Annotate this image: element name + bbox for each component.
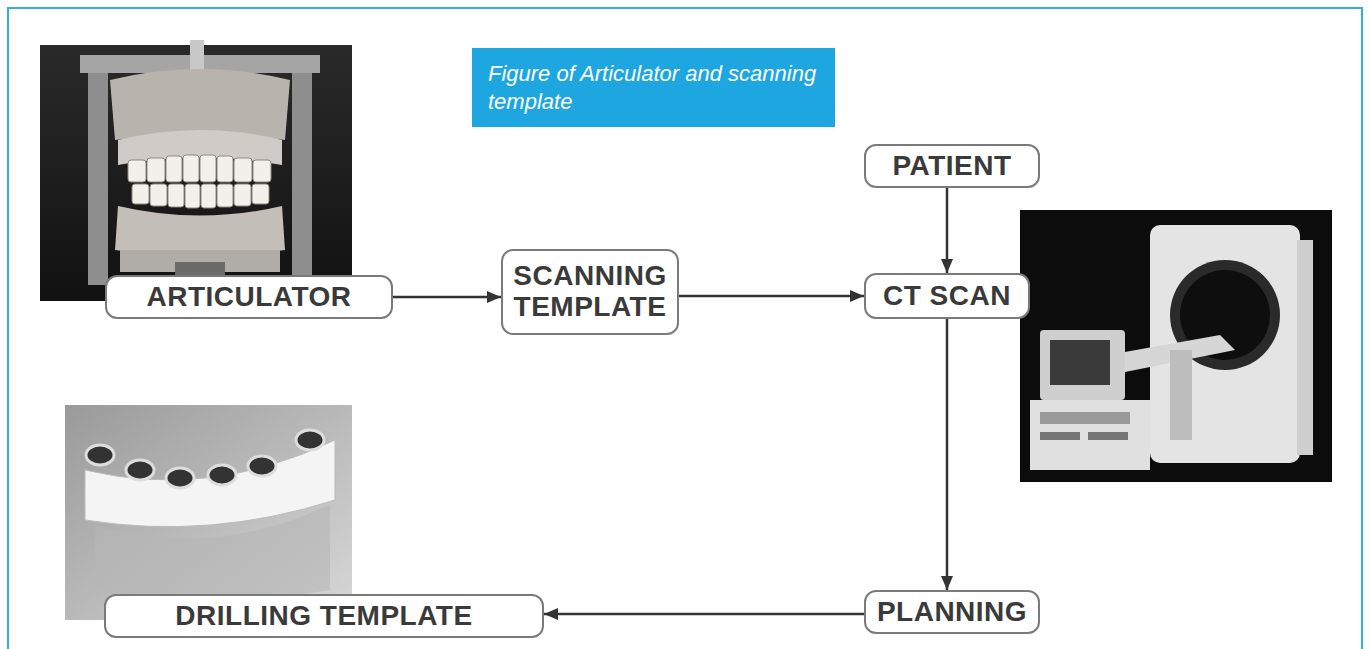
drilling-template-photo <box>65 405 352 620</box>
flow-arrow <box>393 296 501 299</box>
box-label: PLANNING <box>876 597 1028 628</box>
flow-arrow <box>946 319 949 590</box>
process-box: DRILLING TEMPLATE <box>104 594 544 638</box>
box-label: SCANNING TEMPLATE <box>513 261 667 323</box>
flow-arrow <box>544 613 864 616</box>
flow-arrow <box>946 188 949 273</box>
process-box: CT SCAN <box>864 273 1030 319</box>
flow-arrow <box>679 295 864 298</box>
process-box: PATIENT <box>864 144 1040 188</box>
box-label: ARTICULATOR <box>117 282 381 313</box>
process-box: SCANNING TEMPLATE <box>501 249 679 335</box>
process-box: ARTICULATOR <box>105 275 393 319</box>
box-label: PATIENT <box>876 151 1028 182</box>
process-box: PLANNING <box>864 590 1040 634</box>
ct-scanner-photo <box>1020 210 1332 482</box>
figure-caption: Figure of Articulator and scanning templ… <box>488 60 819 115</box>
box-label: CT SCAN <box>876 281 1018 312</box>
box-label: DRILLING TEMPLATE <box>116 601 532 632</box>
caption-box: Figure of Articulator and scanning templ… <box>472 48 835 127</box>
articulator-photo <box>40 40 352 301</box>
frame <box>8 8 1362 649</box>
